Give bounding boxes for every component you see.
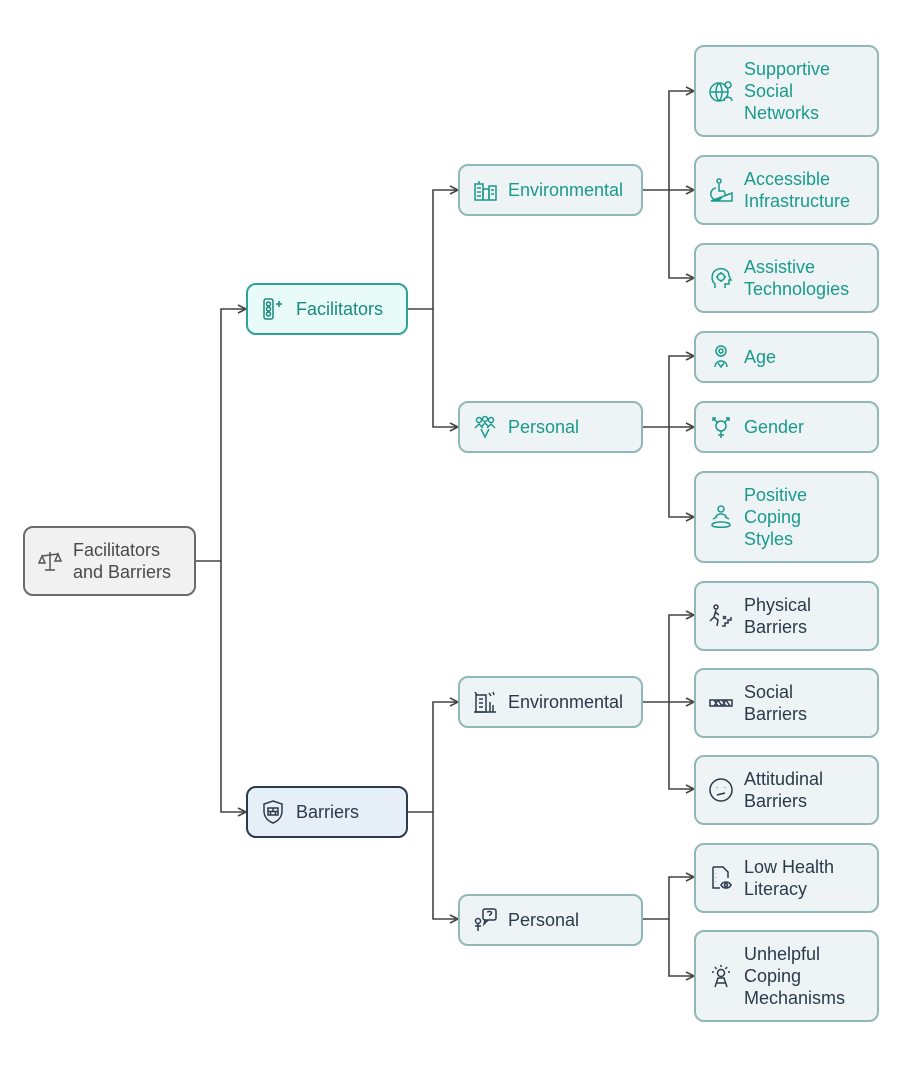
buildings-icon [470,175,500,205]
leaf-supportive-social-networks[interactable]: Supportive Social Networks [694,45,879,137]
city-building-icon [470,687,500,717]
root-node[interactable]: Facilitators and Barriers [23,526,196,596]
leaf-label: Low Health Literacy [744,857,835,899]
document-eye-icon [706,863,736,893]
leaf-label: Age [744,347,777,367]
gender-symbol-icon [706,412,736,442]
barrier-tape-icon [706,688,736,718]
person-question-icon [470,905,500,935]
barriers-node[interactable]: Barriers [246,786,408,838]
leaf-low-health-literacy[interactable]: Low Health Literacy [694,843,879,913]
fac-personal-label: Personal [508,417,580,437]
globe-network-icon [706,76,736,106]
bar-personal-node[interactable]: Personal [458,894,643,946]
leaf-label: Supportive Social Networks [744,59,831,123]
person-age-icon [706,342,736,372]
shield-wall-icon [258,797,288,827]
leaf-label: Physical Barriers [744,595,812,637]
balance-scale-icon [35,546,65,576]
leaf-label: Attitudinal Barriers [744,769,824,811]
traffic-light-plus-icon [258,294,288,324]
leaf-label: Positive Coping Styles [744,485,808,549]
barriers-label: Barriers [296,802,360,822]
leaf-label: Unhelpful Coping Mechanisms [744,944,846,1008]
wheelchair-ramp-icon [706,175,736,205]
leaf-accessible-infrastructure[interactable]: Accessible Infrastructure [694,155,879,225]
meditation-icon [706,502,736,532]
facilitators-node[interactable]: Facilitators [246,283,408,335]
leaf-gender[interactable]: Gender [694,401,879,453]
bar-environmental-node[interactable]: Environmental [458,676,643,728]
fac-environmental-label: Environmental [508,180,624,200]
bar-environmental-label: Environmental [508,692,624,712]
leaf-label: Assistive Technologies [744,257,850,299]
root-label: Facilitators and Barriers [73,540,172,582]
head-gear-icon [706,263,736,293]
leaf-label: Accessible Infrastructure [744,169,851,211]
facilitators-label: Facilitators [296,299,384,319]
leaf-social-barriers[interactable]: Social Barriers [694,668,879,738]
group-people-icon [470,412,500,442]
fac-personal-node[interactable]: Personal [458,401,643,453]
leaf-attitudinal-barriers[interactable]: Attitudinal Barriers [694,755,879,825]
confused-face-icon [706,775,736,805]
bar-personal-label: Personal [508,910,580,930]
leaf-label: Gender [744,417,805,437]
leaf-label: Social Barriers [744,682,808,724]
leaf-positive-coping-styles[interactable]: Positive Coping Styles [694,471,879,563]
leaf-unhelpful-coping-mechanisms[interactable]: Unhelpful Coping Mechanisms [694,930,879,1022]
stressed-person-icon [706,961,736,991]
leaf-age[interactable]: Age [694,331,879,383]
fac-environmental-node[interactable]: Environmental [458,164,643,216]
leaf-physical-barriers[interactable]: Physical Barriers [694,581,879,651]
person-stairs-icon [706,601,736,631]
leaf-assistive-technologies[interactable]: Assistive Technologies [694,243,879,313]
